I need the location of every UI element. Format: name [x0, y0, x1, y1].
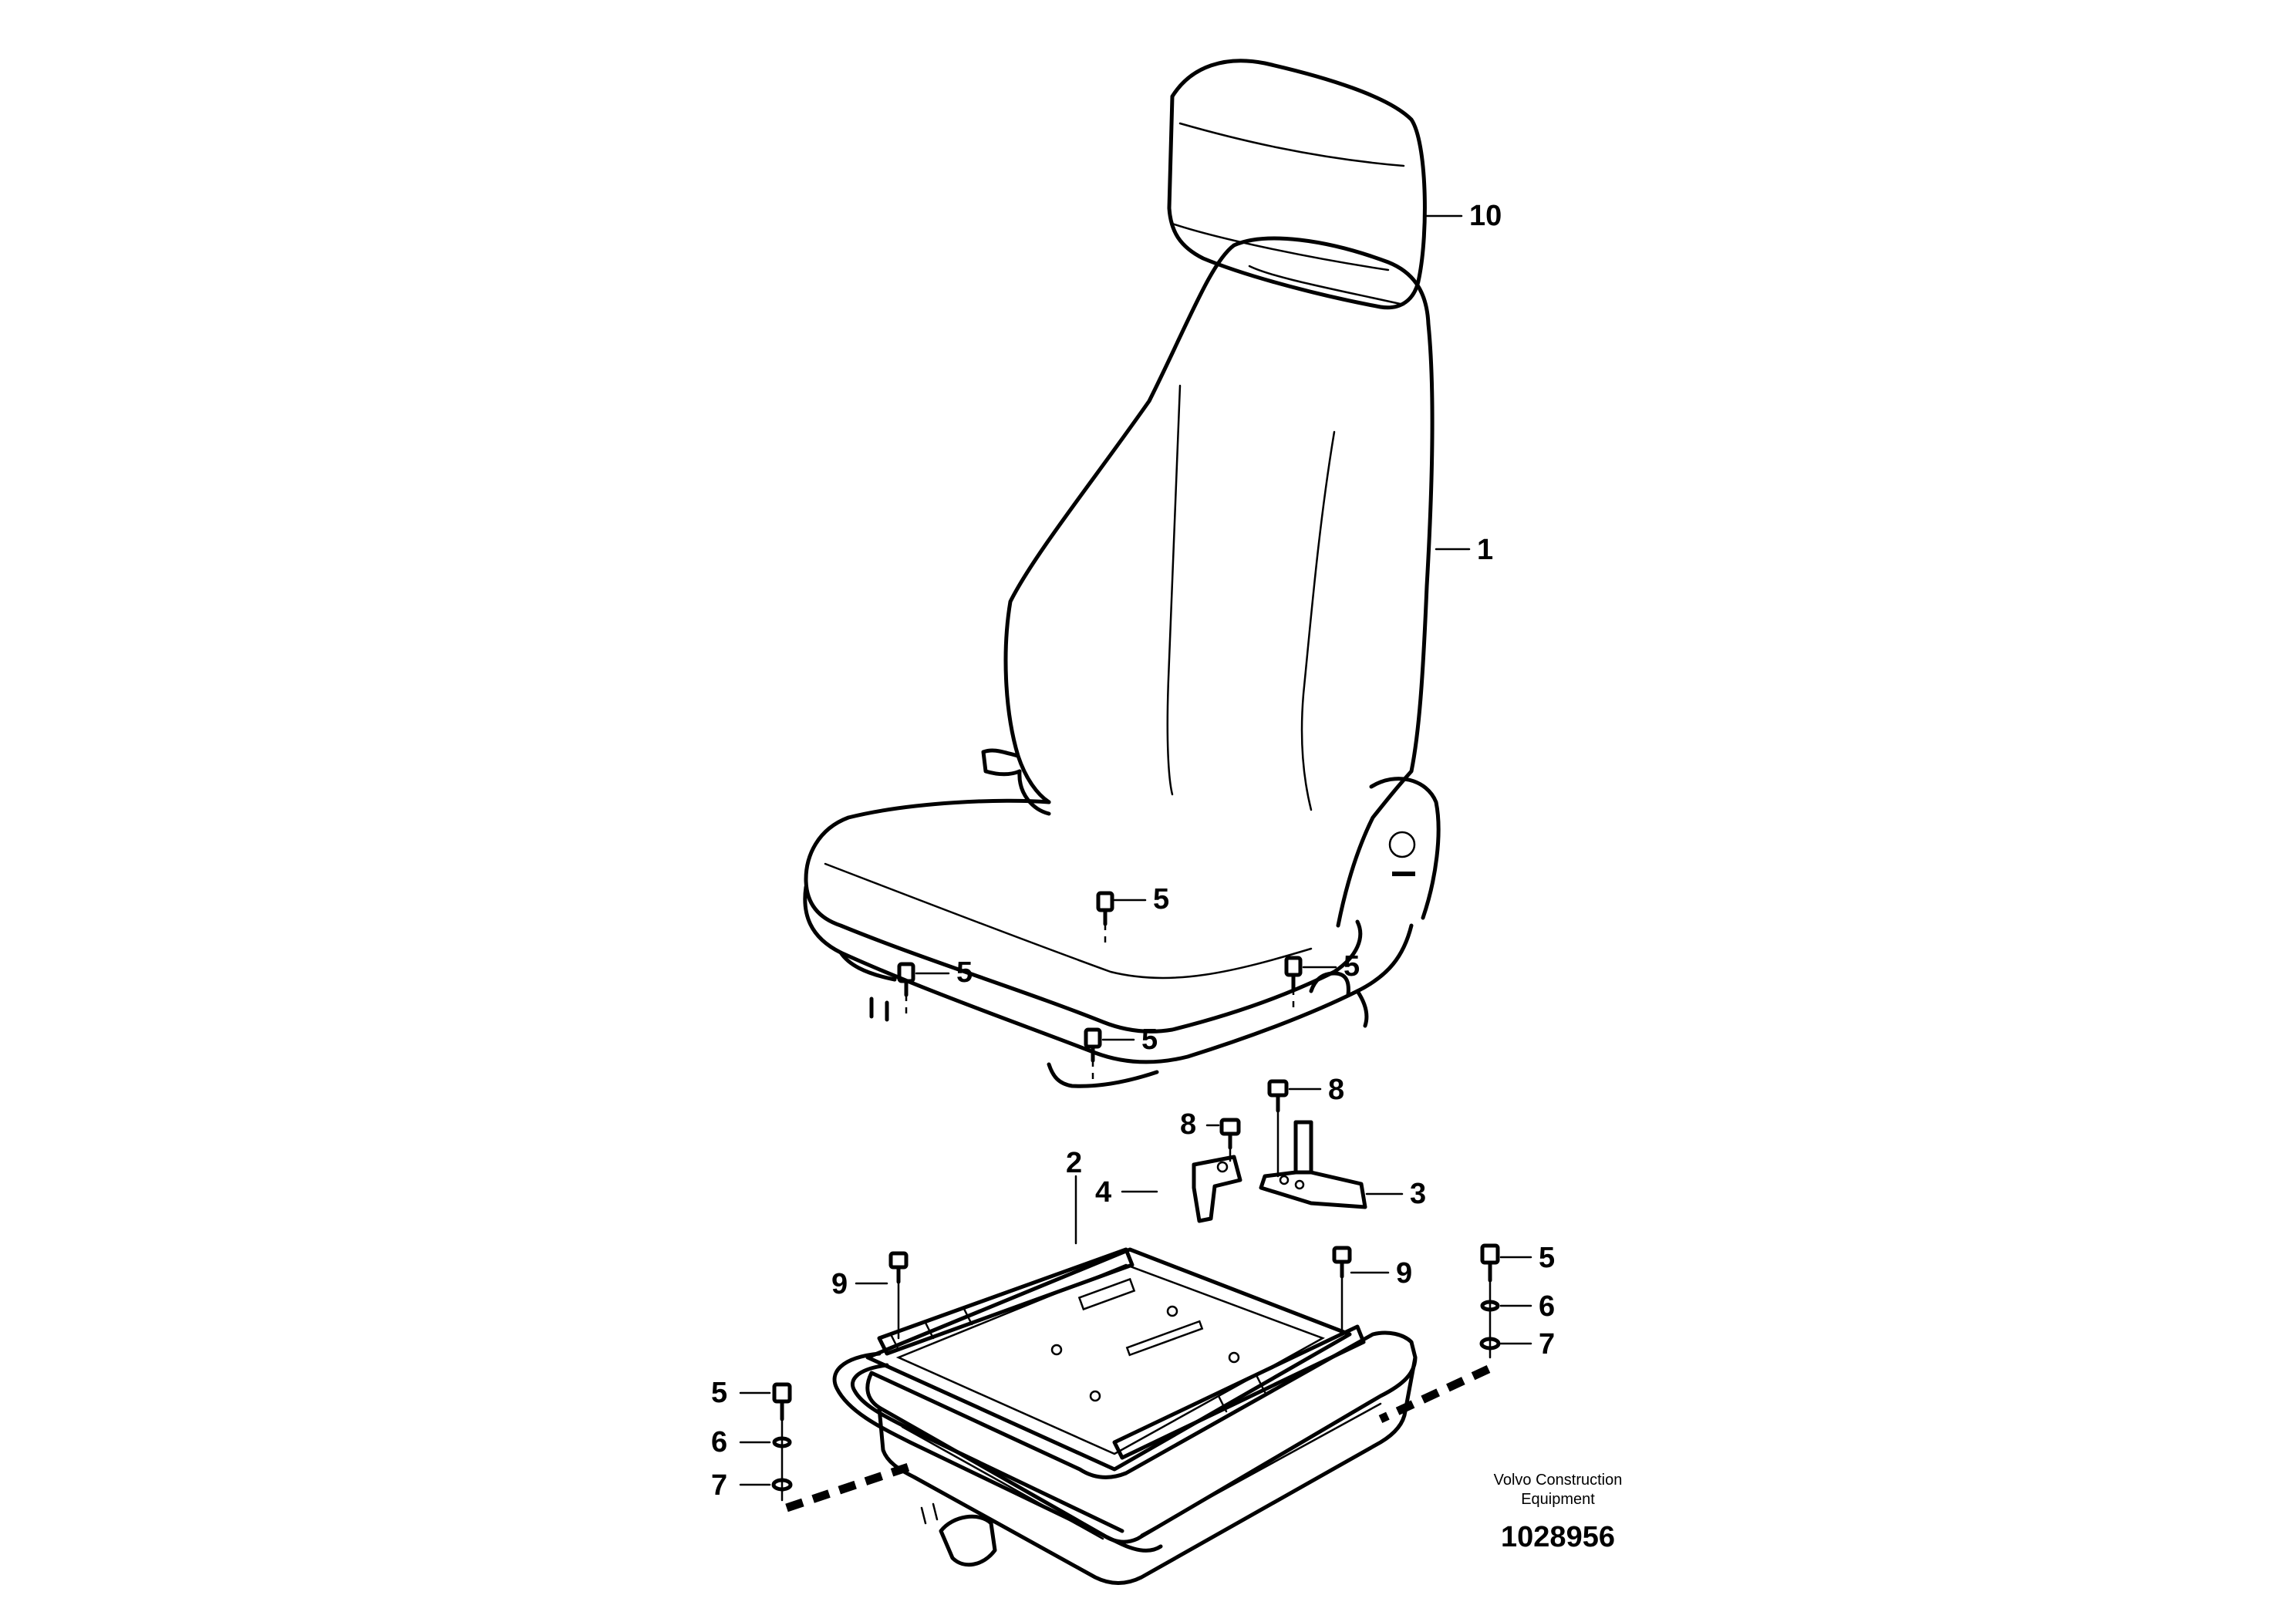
- seat-screw-left: [897, 962, 950, 1018]
- seat-screw-top: [1096, 891, 1147, 949]
- callout-rear-washer2-left: 7: [711, 1469, 727, 1502]
- callout-bracket-left: 4: [1095, 1176, 1111, 1209]
- seat-suspension: [832, 1247, 1418, 1585]
- callout-suspension: 2: [1066, 1147, 1082, 1179]
- callout-suspension-screw-right: 9: [1396, 1257, 1412, 1290]
- brand-line-2: Equipment: [1521, 1491, 1595, 1508]
- callout-rear-screw-left: 5: [711, 1377, 727, 1409]
- callout-bracket-right: 3: [1410, 1178, 1426, 1210]
- seat-screw-front: [1084, 1027, 1135, 1084]
- rear-fastener-stack-left: [739, 1382, 919, 1512]
- rear-fastener-stack-right: [1378, 1243, 1532, 1423]
- callout-bracket-screw-right: 8: [1328, 1074, 1344, 1106]
- suspension-screw-left: [855, 1251, 909, 1340]
- bracket-screw-right: [1267, 1079, 1322, 1178]
- callout-rear-washer1-left: 6: [711, 1426, 727, 1458]
- bracket-left: [1192, 1155, 1242, 1223]
- callout-seat-screw-front: 5: [1141, 1023, 1158, 1056]
- callout-seat: 1: [1477, 534, 1493, 566]
- callout-suspension-screw-left: 9: [831, 1268, 848, 1300]
- document-number: 1028956: [1501, 1521, 1615, 1553]
- headrest: [1167, 59, 1427, 310]
- callout-rear-screw-right: 5: [1539, 1242, 1555, 1274]
- callout-seat-screw-top: 5: [1153, 883, 1169, 916]
- callout-rear-washer1-right: 6: [1539, 1290, 1555, 1323]
- seat-screw-right: [1284, 956, 1337, 1010]
- callout-seat-screw-left: 5: [956, 956, 973, 989]
- callout-seat-screw-right: 5: [1344, 950, 1360, 983]
- brand-line-1: Volvo Construction: [1494, 1472, 1623, 1489]
- suspension-screw-right: [1332, 1246, 1390, 1336]
- callout-bracket-screw-left: 8: [1180, 1108, 1196, 1141]
- bracket-right: [1259, 1120, 1367, 1209]
- seat: [803, 236, 1441, 1088]
- callout-headrest: 10: [1469, 200, 1502, 232]
- callout-rear-washer2-right: 7: [1539, 1328, 1555, 1361]
- bracket-screw-left: [1205, 1118, 1241, 1162]
